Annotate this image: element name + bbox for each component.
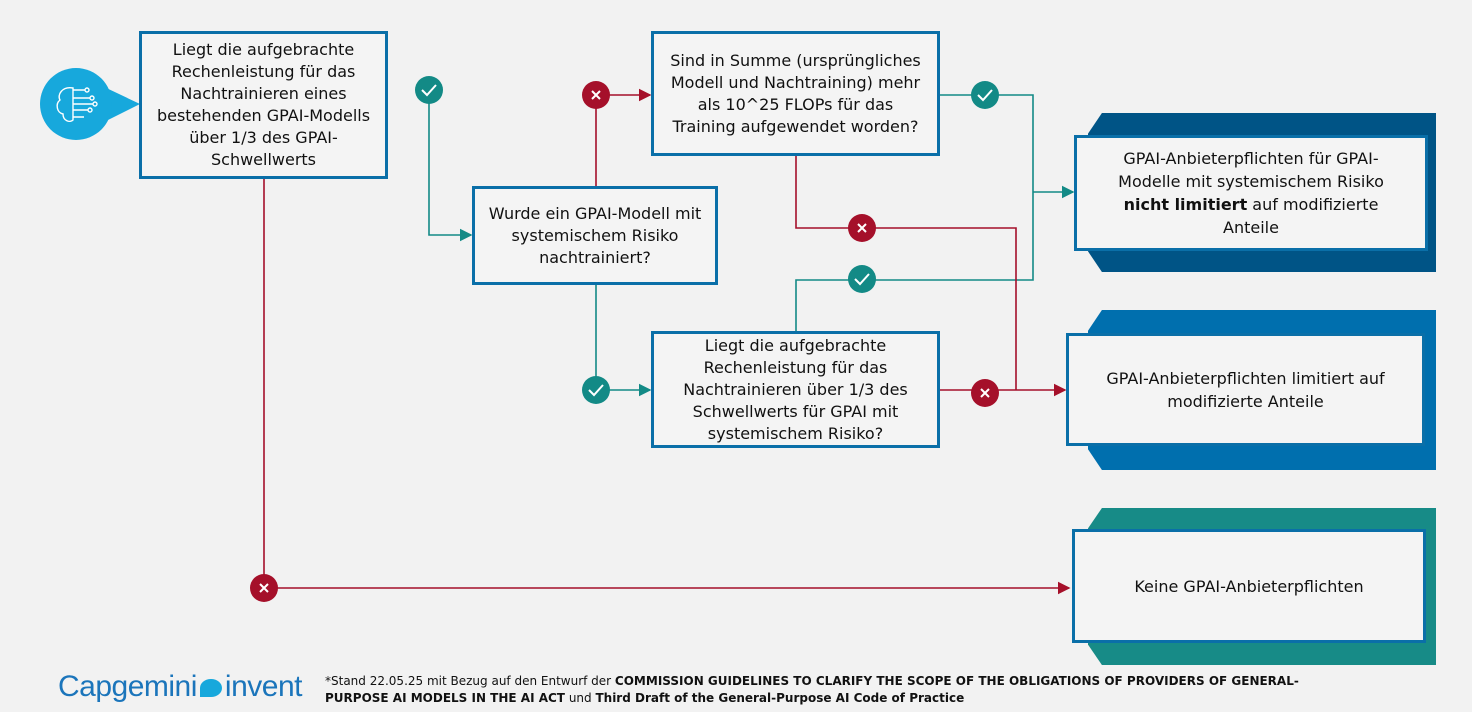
- outcome-3-text: Keine GPAI-Anbieterpflichten: [1134, 576, 1364, 596]
- x-icon: [582, 81, 610, 109]
- no-x-icons: [250, 81, 999, 602]
- outcome-none: Keine GPAI-Anbieterpflichten: [1072, 529, 1426, 643]
- outcome-1-text: GPAI-Anbieterpflichten für GPAI-Modelle …: [1118, 149, 1384, 237]
- x-icon: [971, 379, 999, 407]
- footnote: *Stand 22.05.25 mit Bezug auf den Entwur…: [325, 674, 1299, 705]
- check-icon: [848, 265, 876, 293]
- q2-yes-line: [595, 284, 652, 397]
- outcome-not-limited: GPAI-Anbieterpflichten für GPAI-Modelle …: [1074, 135, 1428, 251]
- question-2: Wurde ein GPAI-Modell mit systemischem R…: [472, 186, 718, 285]
- question-2-text: Wurde ein GPAI-Modell mit systemischem R…: [488, 203, 702, 267]
- q1-yes-line: [428, 90, 473, 242]
- check-icon: [415, 76, 443, 104]
- outcome-2-text: GPAI-Anbieterpflichten limitiert auf mod…: [1106, 368, 1385, 411]
- check-icon: [582, 376, 610, 404]
- x-icon: [848, 214, 876, 242]
- question-3-text: Sind in Summe (ursprüngliches Modell und…: [670, 50, 921, 136]
- yes-check-icons: [415, 76, 999, 404]
- question-3: Sind in Summe (ursprüngliches Modell und…: [651, 31, 940, 156]
- start-icon: [40, 68, 140, 140]
- question-4: Liegt die aufgebrachte Rechenleistung fü…: [651, 331, 940, 448]
- q3-yes-line: [795, 94, 1034, 332]
- q2-no-line: [595, 88, 652, 187]
- question-1: Liegt die aufgebrachte Rechenleistung fü…: [139, 31, 388, 179]
- outcome-limited: GPAI-Anbieterpflichten limitiert auf mod…: [1066, 333, 1425, 446]
- x-icon: [250, 574, 278, 602]
- q3-no-line: [795, 155, 1017, 390]
- check-icon: [971, 81, 999, 109]
- question-4-text: Liegt die aufgebrachte Rechenleistung fü…: [683, 335, 908, 443]
- question-1-text: Liegt die aufgebrachte Rechenleistung fü…: [156, 40, 371, 169]
